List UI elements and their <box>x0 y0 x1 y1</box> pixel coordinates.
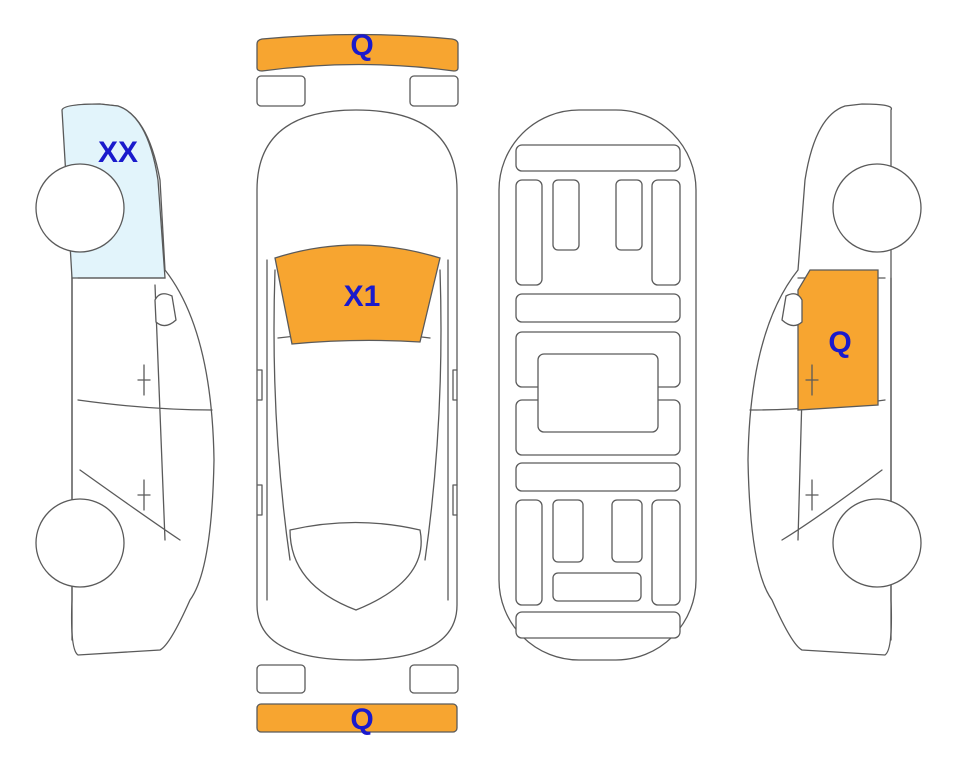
right-rear-door-part[interactable] <box>797 269 879 411</box>
front-bumper-part[interactable] <box>256 33 459 72</box>
underbody-panel <box>515 179 543 286</box>
front-right-light <box>409 75 459 107</box>
right-wheel-front <box>832 498 922 588</box>
underbody-panel <box>515 611 681 639</box>
top-view <box>256 33 459 733</box>
underbody-view <box>498 109 697 661</box>
rear-bumper-part[interactable] <box>256 703 458 733</box>
underbody-center-panel <box>537 353 659 433</box>
underbody-panel <box>515 144 681 172</box>
windshield-part[interactable] <box>274 244 441 345</box>
right-wheel-rear <box>832 163 922 253</box>
left-side-mirror <box>154 293 177 327</box>
underbody-panel <box>552 499 584 563</box>
underbody-panel <box>615 179 643 251</box>
underbody-panel <box>515 499 543 606</box>
front-left-light <box>256 75 306 107</box>
underbody-panel <box>651 499 681 606</box>
right-side-mirror <box>781 293 803 327</box>
top-body-outline <box>256 109 458 661</box>
right-door-handle-rear <box>805 479 819 511</box>
underbody-panel <box>552 179 580 251</box>
underbody-panel <box>515 293 681 323</box>
label-rear-bumper: Q <box>350 703 373 736</box>
rear-right-light <box>409 664 459 694</box>
label-windshield: X1 <box>344 280 381 313</box>
right-door-handle-front <box>805 364 819 396</box>
underbody-panel <box>515 462 681 492</box>
left-wheel-front <box>35 498 125 588</box>
rear-left-light <box>256 664 306 694</box>
left-wheel-rear <box>35 163 125 253</box>
right-side-view <box>747 103 922 656</box>
underbody-panel <box>552 572 642 602</box>
left-side-door-lines <box>71 277 213 641</box>
left-door-handle-front <box>137 364 151 396</box>
label-left-rear-window: XX <box>98 136 138 169</box>
label-right-rear-door: Q <box>828 326 851 359</box>
underbody-panel <box>651 179 681 286</box>
left-side-view <box>35 103 215 656</box>
left-door-handle-rear <box>137 479 151 511</box>
underbody-panel <box>611 499 643 563</box>
label-front-bumper: Q <box>350 29 373 62</box>
